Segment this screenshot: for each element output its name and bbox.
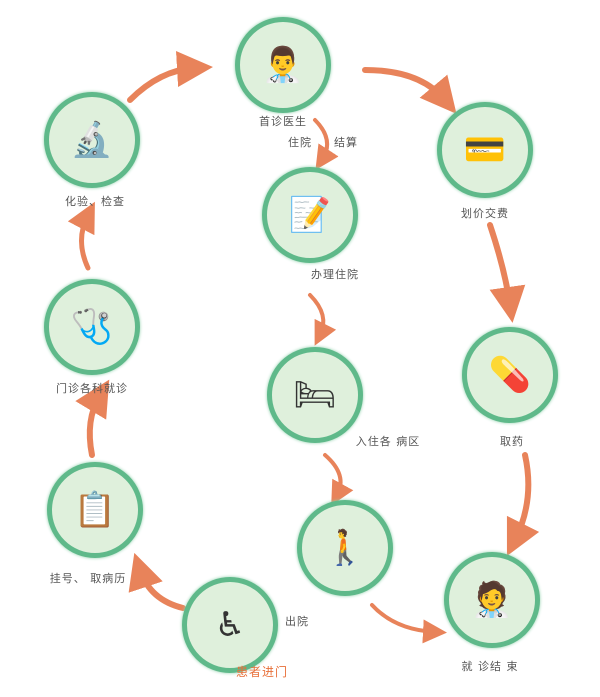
- arrow-doctor-to-admission: [313, 118, 339, 171]
- arrow-payment-to-pharmacy: [487, 222, 526, 323]
- node-registration: 📋: [47, 462, 143, 558]
- arrow-registration-to-outpatient: [75, 379, 110, 458]
- wheelchair-entrance-icon: ♿: [214, 605, 246, 645]
- node-pharmacy: 💊: [462, 327, 558, 423]
- label-lab-test: 化验、检查: [65, 195, 125, 208]
- node-lab-test: 🔬: [44, 92, 140, 188]
- node-discharge: 🚶: [297, 500, 393, 596]
- discharge-icon: 🚶: [323, 528, 367, 568]
- admission-desk-icon: 📝: [288, 195, 332, 235]
- registration-clerk-icon: 📋: [73, 490, 117, 530]
- doctor-patient-icon: 🩺: [70, 307, 114, 347]
- label-discharge: 出院: [285, 615, 309, 628]
- node-ward: 🛏: [267, 347, 363, 443]
- node-pricing-payment: 💳: [437, 102, 533, 198]
- doctor-patient-icon: 👨‍⚕️: [261, 45, 305, 85]
- branch-label-settle: 结算: [334, 136, 358, 149]
- label-pharmacy: 取药: [500, 435, 524, 448]
- nurse-icon: 🧑‍⚕️: [470, 580, 514, 620]
- hospital-bed-icon: 🛏: [293, 375, 337, 415]
- label-outpatient: 门诊各科就诊: [56, 382, 128, 395]
- node-admission: 📝: [262, 167, 358, 263]
- arrow-discharge-to-end: [370, 603, 447, 644]
- node-visit-end: 🧑‍⚕️: [444, 552, 540, 648]
- label-ward: 入住各 病区: [355, 435, 421, 448]
- arrow-ward-to-discharge: [323, 453, 354, 506]
- microscope-icon: 🔬: [70, 120, 114, 160]
- label-admission: 办理住院: [311, 268, 359, 281]
- pharmacy-window-icon: 💊: [488, 355, 532, 395]
- arrow-enter-to-registration: [128, 552, 186, 611]
- label-first-visit-doctor: 首诊医生: [259, 115, 307, 128]
- arrow-lab-to-doctor: [127, 51, 213, 103]
- arrow-doctor-to-payment: [362, 67, 457, 114]
- cashier-icon: 💳: [463, 130, 507, 170]
- arrow-outpatient-to-lab: [67, 201, 95, 271]
- branch-label-inpatient: 住院: [288, 136, 312, 149]
- arrow-pharmacy-to-end: [506, 452, 540, 557]
- node-first-visit-doctor: 👨‍⚕️: [235, 17, 331, 113]
- arrow-admission-to-ward: [308, 293, 337, 346]
- label-pricing-payment: 划价交费: [461, 207, 509, 220]
- label-registration: 挂号、 取病历: [49, 572, 127, 585]
- node-outpatient: 🩺: [44, 279, 140, 375]
- label-visit-end: 就 诊结 束: [461, 660, 519, 673]
- node-patient-enter: ♿: [182, 577, 278, 673]
- label-patient-enter: 患者进门: [235, 665, 289, 679]
